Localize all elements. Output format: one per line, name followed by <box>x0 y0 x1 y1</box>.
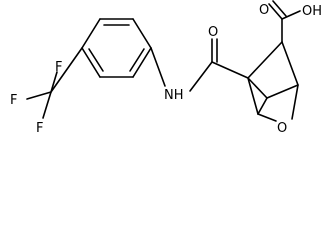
amide-oxygen-label: O <box>208 25 218 40</box>
benzene-ring <box>81 18 152 78</box>
acid-oxygen-label: O <box>259 3 269 18</box>
ring-double-bond <box>88 48 104 72</box>
cf-bond-top <box>50 71 58 93</box>
core-bond <box>266 84 299 99</box>
structure-svg: F F F NH O O O OH <box>10 0 322 136</box>
core-bond <box>257 97 268 115</box>
core-bond <box>247 41 283 79</box>
core-bond <box>247 77 268 99</box>
ring-bond <box>132 47 152 78</box>
oh-label: OH <box>302 4 322 19</box>
ring-double-bond <box>129 48 145 72</box>
core-bond <box>281 41 299 86</box>
fluorine-bottom-label: F <box>36 121 43 136</box>
cf-bond-left <box>26 91 52 100</box>
carbonyl-ring-bond <box>211 61 249 79</box>
core-bond <box>247 77 259 115</box>
ring-bond <box>132 18 152 49</box>
aryl-n-bond <box>150 47 166 87</box>
fluorine-top-label: F <box>55 60 62 75</box>
acid-double-bond <box>268 3 283 20</box>
molecule-diagram: F F F NH O O O OH <box>10 0 322 136</box>
ether-bond <box>257 113 277 122</box>
acid-oh-bond <box>281 10 301 20</box>
cf-bond-bottom <box>42 91 52 119</box>
amide-group: NH O <box>150 25 249 103</box>
ring-bond <box>81 47 101 78</box>
cf3-bond <box>50 47 83 93</box>
trifluoromethyl-group: F F F <box>10 47 83 136</box>
ring-bond <box>81 18 101 49</box>
n-carbonyl-bond <box>189 61 213 92</box>
nh-label: NH <box>164 88 184 103</box>
carboxylic-acid-group: O OH <box>259 0 322 43</box>
oxabicyclic-core: O <box>247 41 299 136</box>
acid-double-bond <box>272 0 287 17</box>
fluorine-left-label: F <box>10 93 17 108</box>
ring-oxygen-label: O <box>277 121 287 136</box>
ether-bond <box>291 84 299 120</box>
